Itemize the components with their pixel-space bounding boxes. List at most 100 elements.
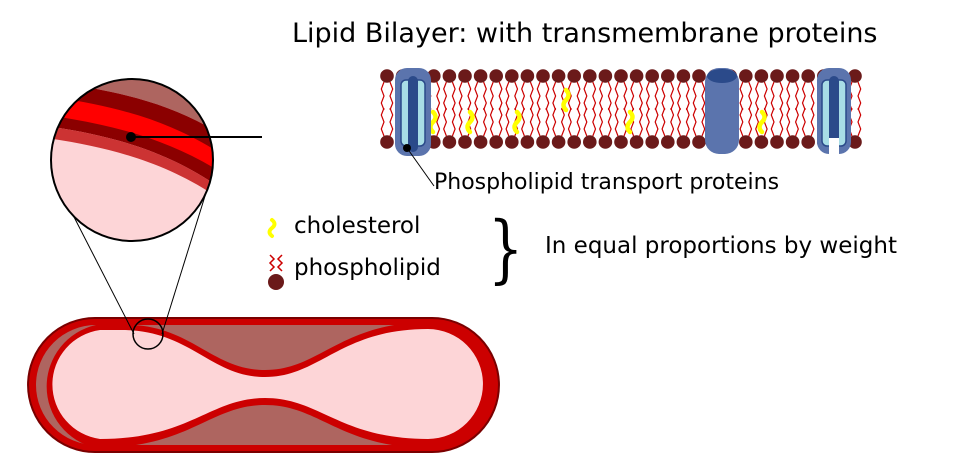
phospholipid-head [536, 69, 550, 83]
phospholipid-head [505, 135, 519, 149]
phospholipid-tail [552, 107, 565, 137]
phospholipid-head [676, 69, 691, 83]
tails-layer [380, 81, 862, 137]
phospholipid-tail [474, 81, 487, 111]
phospholipid-head [567, 135, 581, 149]
phospholipid-head [770, 135, 784, 149]
phospholipid-tail [599, 81, 612, 111]
phospholipid-tail [489, 107, 503, 137]
phospholipid-head [442, 69, 457, 83]
phospholipid-tail [583, 81, 597, 111]
page-title: Lipid Bilayer: with transmembrane protei… [292, 18, 878, 49]
phospholipid-head [583, 69, 597, 83]
phospholipid-tail [614, 81, 628, 111]
phospholipid-tail [443, 107, 456, 137]
phospholipid-tail [521, 107, 534, 137]
channel-protein [705, 68, 739, 154]
phospholipid-tail [458, 81, 472, 111]
phospholipid-tail [474, 107, 487, 137]
phospholipid-tail [536, 107, 550, 137]
phospholipid-tail [755, 81, 768, 111]
phospholipid-tail [380, 107, 394, 137]
phospholipid-head [505, 69, 519, 83]
transport-pointer-line [406, 147, 435, 187]
phospholipid-head [692, 135, 706, 149]
cell-interior [52, 329, 483, 439]
phospholipid-head [473, 69, 488, 83]
phospholipid-head [801, 69, 815, 83]
phospholipid-head [489, 135, 504, 149]
phospholipid-tail [801, 81, 815, 111]
phospholipid-head [489, 69, 504, 83]
phospholipid-tail [848, 81, 862, 111]
phospholipid-tail [645, 81, 659, 111]
lipid-bilayer [380, 68, 862, 156]
phospholipid-tail [677, 107, 690, 137]
phospholipid-head [739, 69, 753, 83]
phospholipid-head [754, 69, 769, 83]
phospholipid-head [473, 135, 488, 149]
phospholipid-tail [786, 107, 799, 137]
brace-icon: } [488, 206, 524, 292]
phospholipid-tail [848, 107, 862, 137]
phospholipid-head [645, 135, 659, 149]
phospholipid-legend-label: phospholipid [294, 255, 441, 281]
phospholipid-tail [567, 107, 581, 137]
phospholipid-tail [801, 107, 815, 137]
cholesterol-legend-label: cholesterol [294, 213, 421, 239]
phospholipid-head [629, 135, 644, 149]
phospholipid-tail [599, 107, 612, 137]
zoom-callout [50, 78, 262, 350]
zoom-source-circle [132, 318, 164, 350]
phospholipid-head [785, 135, 800, 149]
transport-protein-2 [817, 68, 851, 156]
phospholipid-tail [536, 81, 550, 111]
red-blood-cell [27, 317, 500, 453]
phospholipid-head [661, 135, 675, 149]
phospholipid-head [801, 135, 815, 149]
phospholipid-tail [692, 107, 706, 137]
phospholipid-head [380, 69, 394, 83]
phospholipid-tail [661, 107, 675, 137]
phospholipid-tail [380, 81, 394, 111]
phospholipid-head [770, 69, 784, 83]
equal-proportions-label: In equal proportions by weight [545, 233, 897, 259]
phospholipid-head [614, 135, 628, 149]
phospholipid-head [785, 69, 800, 83]
phospholipid-head [645, 69, 659, 83]
phospholipid-tail [692, 81, 706, 111]
phospholipid-tail [739, 107, 753, 137]
phospholipid-tail [661, 81, 675, 111]
phospholipid-head [520, 69, 535, 83]
phospholipid-head [520, 135, 535, 149]
phospholipid-tail [677, 81, 690, 111]
phospholipid-head [754, 135, 769, 149]
phospholipid-tail [770, 81, 784, 111]
phospholipid-tail [489, 81, 503, 111]
phospholipid-head [551, 135, 566, 149]
phospholipid-head [598, 69, 613, 83]
phospholipid-tail [521, 81, 534, 111]
phospholipid-head [536, 135, 550, 149]
phospholipid-head [629, 69, 644, 83]
phospholipid-tail [739, 81, 753, 111]
phospholipid-head [676, 135, 691, 149]
phospholipid-head [692, 69, 706, 83]
phospholipid-head [458, 69, 472, 83]
phospholipid-icon [268, 254, 284, 290]
cholesterol-icon [267, 218, 277, 238]
phospholipid-head [614, 69, 628, 83]
phospholipid-head [567, 69, 581, 83]
phospholipid-head [598, 135, 613, 149]
phospholipid-tail [770, 107, 784, 137]
transport-proteins-label: Phospholipid transport proteins [434, 170, 780, 195]
phospholipid-tail [567, 81, 581, 111]
phospholipid-tail [614, 107, 628, 137]
phospholipid-head [458, 135, 472, 149]
phospholipid-head [848, 69, 862, 83]
magnifier-circle [50, 78, 214, 242]
transport-protein-1 [395, 68, 431, 156]
zoom-line-right [161, 179, 211, 335]
phospholipid-tail [786, 81, 799, 111]
